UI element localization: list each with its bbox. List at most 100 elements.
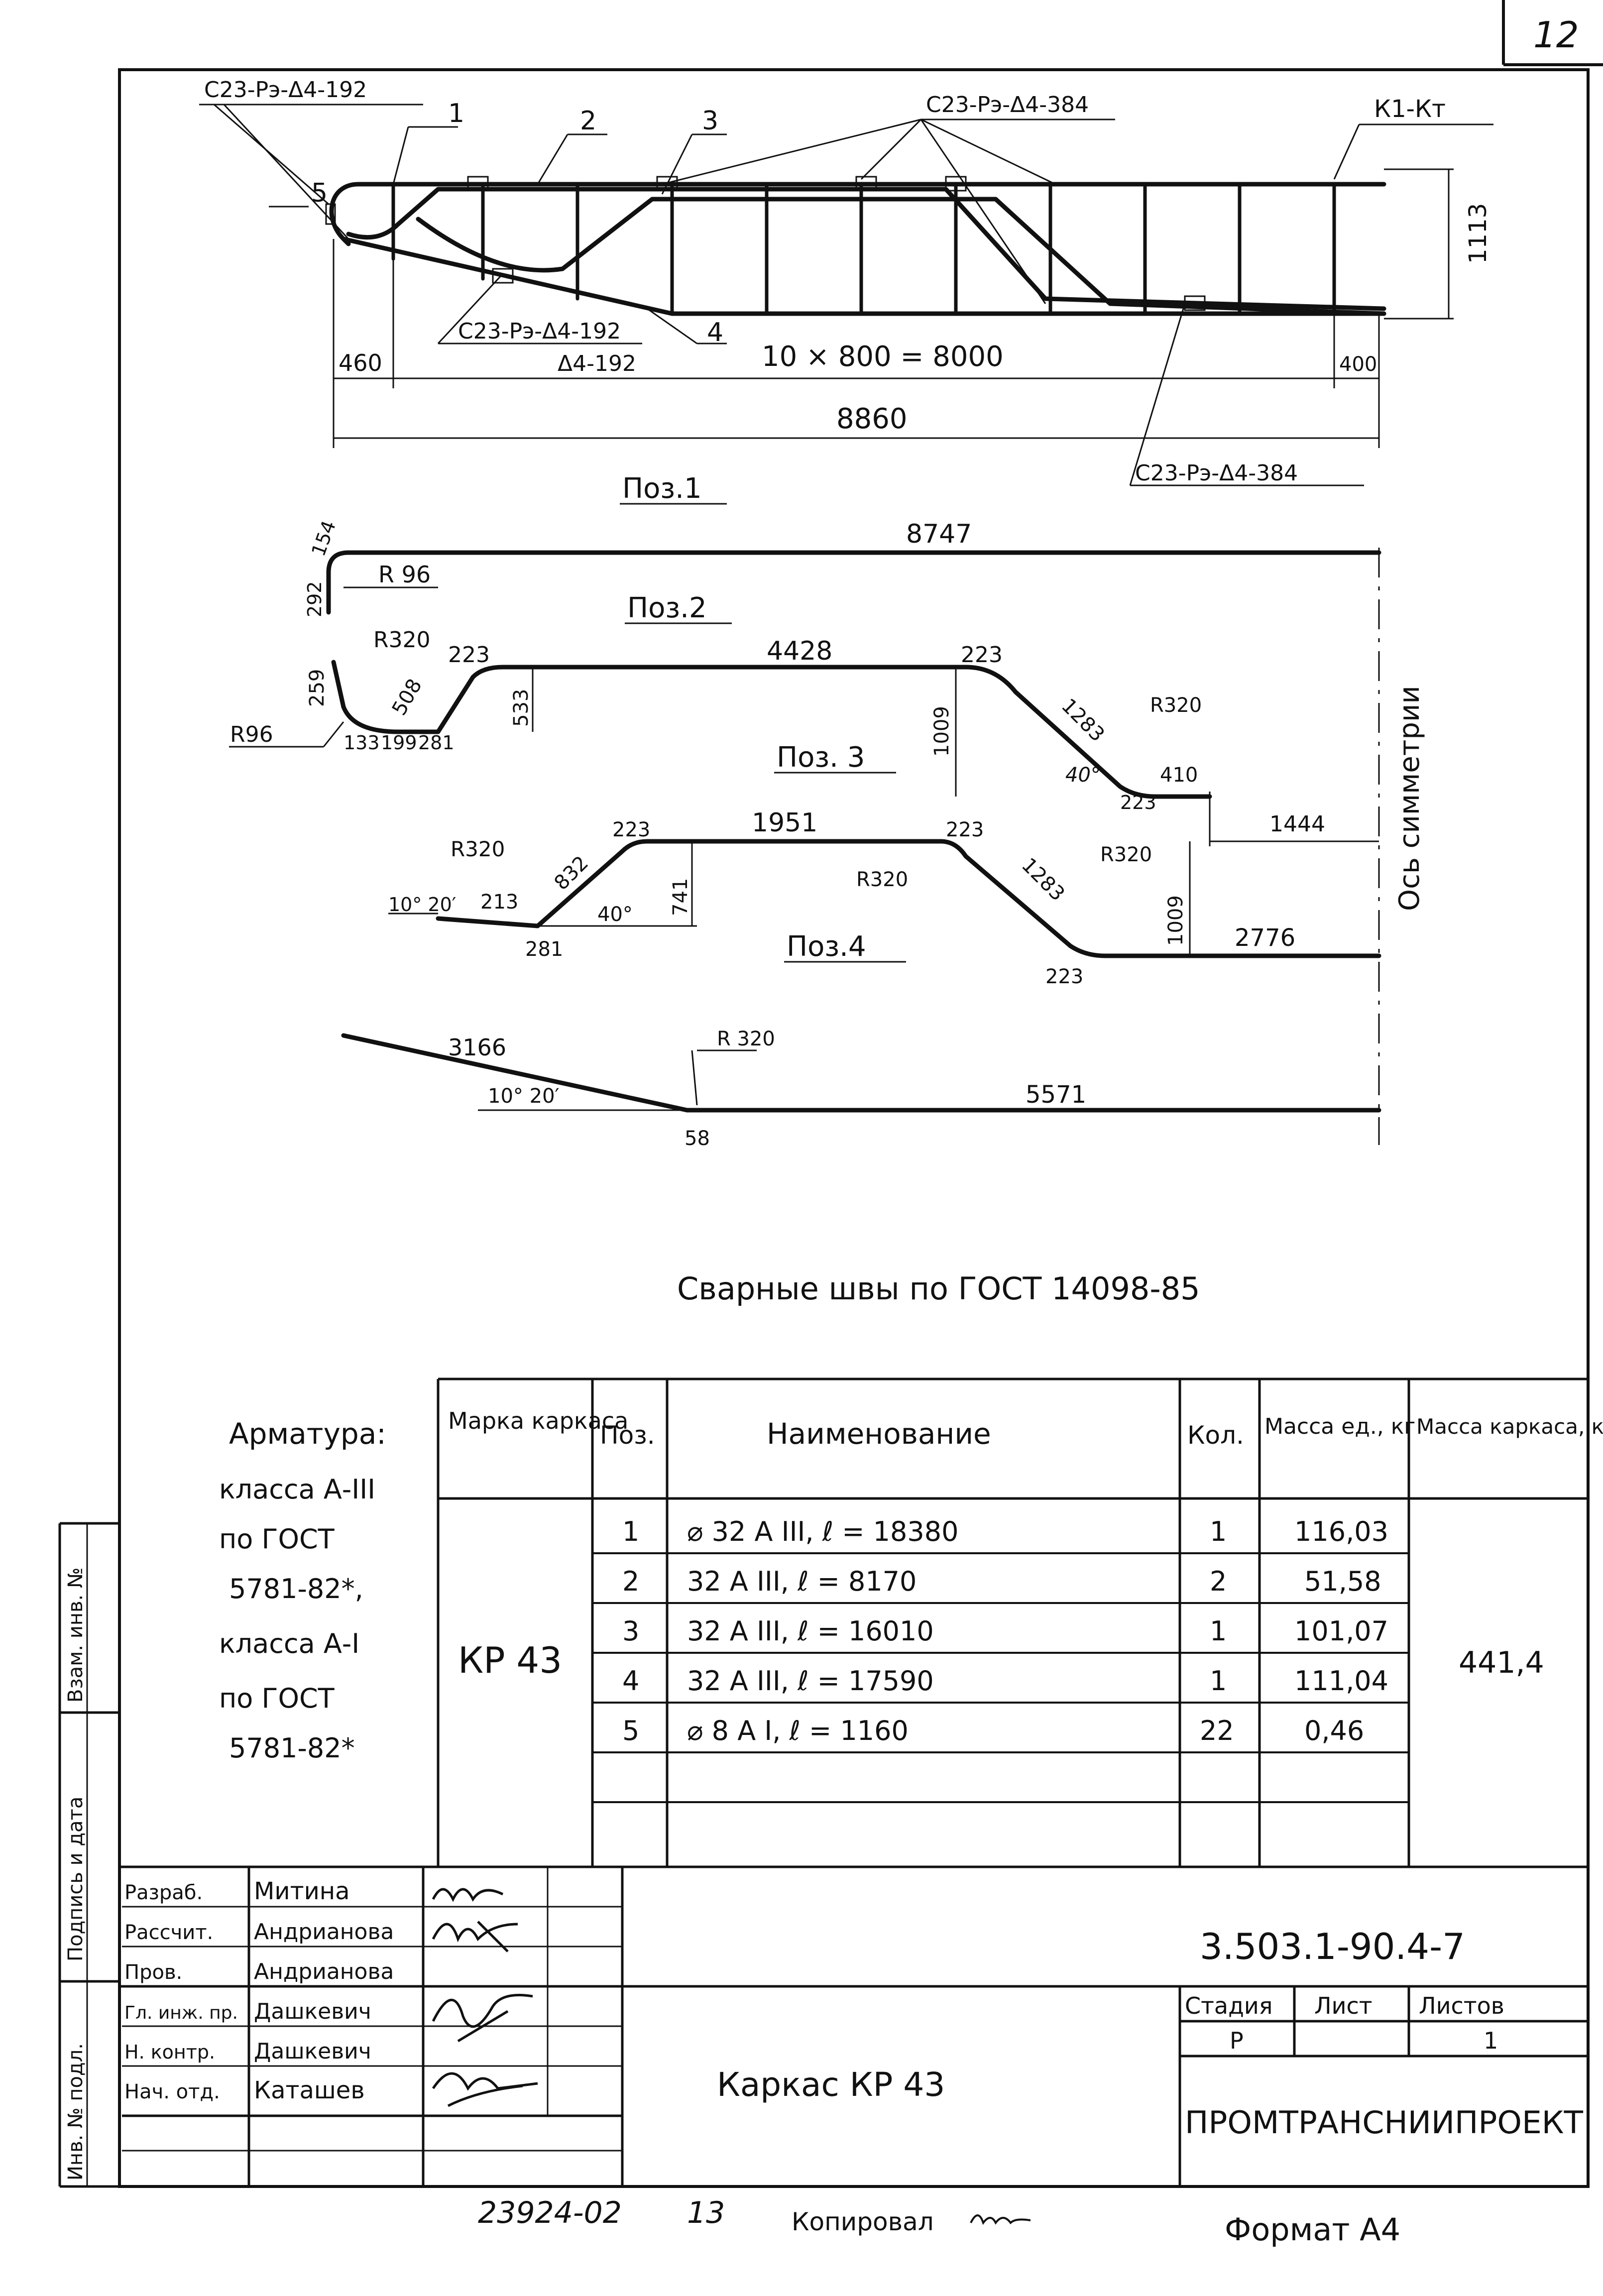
org-name: ПРОМТРАНСНИИПРОЕКТ <box>1185 2104 1584 2141</box>
dim-right: 400 <box>1339 353 1377 376</box>
elevation-stirrups <box>391 182 1336 316</box>
stamp-signature-date: Подпись и дата <box>64 1797 87 1961</box>
page-number-box: 12 <box>1502 0 1603 66</box>
pos3-d15: 2776 <box>1235 924 1295 952</box>
pos3-d14: 223 <box>1045 965 1083 988</box>
pos3-d7: 40° <box>597 903 633 926</box>
row4-qty: 1 <box>1210 1665 1227 1697</box>
pos1-length: 8747 <box>906 519 972 549</box>
pos4-d0: 3166 <box>448 1034 506 1061</box>
pos2-d8: 533 <box>510 689 533 727</box>
sheet-label: Лист <box>1314 1992 1373 2019</box>
stage-value: Р <box>1230 2027 1244 2054</box>
dim-total: 8860 <box>836 403 908 435</box>
welds-note: Сварные швы по ГОСТ 14098-85 <box>677 1270 1200 1307</box>
pos2-d4: R96 <box>230 722 273 747</box>
pos2-d10: 223 <box>961 642 1003 668</box>
name-4: Дашкевич <box>254 2039 371 2064</box>
weld-leaders <box>199 104 1493 486</box>
position-2: Поз.2 R320 223 259 508 R96 133 199 281 5… <box>229 592 1379 846</box>
page-number: 12 <box>1533 14 1579 56</box>
pos4-d3: 5571 <box>1026 1081 1086 1109</box>
table-row: 4 32 А III, ℓ = 17590 1 111,04 <box>622 1665 1388 1697</box>
elevation-bar-2 <box>346 187 1386 311</box>
reinforcement-line-5: по ГОСТ <box>219 1683 335 1714</box>
pos3-d2: 1951 <box>752 808 817 838</box>
pos3-d11: R320 <box>1100 843 1152 866</box>
pos4-d2: R 320 <box>717 1028 775 1050</box>
reinforcement-line-4: класса А-I <box>219 1628 359 1659</box>
row1-qty: 1 <box>1210 1516 1227 1547</box>
stage-label: Стадия <box>1185 1992 1272 2019</box>
footer-copied: Копировал <box>792 2207 934 2236</box>
row3-qty: 1 <box>1210 1615 1227 1647</box>
th-frame-mass: Масса каркаса, кг <box>1416 1414 1603 1439</box>
footer-code: 23924-02 <box>478 2195 622 2230</box>
pos2-d7: 281 <box>418 732 455 754</box>
pos1-radius: R 96 <box>378 561 431 588</box>
row4-pos: 4 <box>622 1665 639 1697</box>
stamp-inv-podl: Инв. № подл. <box>64 2043 87 2181</box>
title-block: Разраб. Рассчит. Пров. Гл. инж. пр. Н. к… <box>119 1865 1588 2186</box>
name-5: Каташев <box>254 2076 365 2104</box>
pos4-title: Поз.4 <box>787 930 866 963</box>
dim-left: 460 <box>339 349 382 376</box>
pos3-title: Поз. 3 <box>777 741 865 774</box>
pos3-d3: 223 <box>946 818 984 841</box>
position-3: Поз. 3 R320 223 1951 223 10° 20′ 213 832… <box>388 741 1381 988</box>
pos2-d3: 508 <box>388 675 427 719</box>
pos3-d10: 1283 <box>1017 854 1069 906</box>
th-unit-mass: Масса ед., кг <box>1264 1414 1415 1439</box>
weld-label-5: С23-Рэ-Δ4-384 <box>1135 460 1298 486</box>
row2-name: 32 А III, ℓ = 8170 <box>687 1566 916 1597</box>
table-row: 2 32 А III, ℓ = 8170 2 51,58 <box>622 1566 1381 1597</box>
reinforcement-line-6: 5781-82* <box>229 1732 355 1764</box>
row3-name: 32 А III, ℓ = 16010 <box>687 1615 934 1647</box>
frame-mass: 441,4 <box>1459 1645 1544 1680</box>
elevation-bar-3 <box>416 197 1386 316</box>
name-1: Андрианова <box>254 1919 394 1945</box>
pos3-d1: 223 <box>612 818 650 841</box>
weld-label-1: С23-Рэ-Δ4-192 <box>204 77 367 103</box>
callout-2: 2 <box>580 106 596 136</box>
footer-format: Формат А4 <box>1225 2211 1400 2248</box>
stamp-vzam: Взам. инв. № <box>64 1567 87 1703</box>
frame-elevation: С23-Рэ-Δ4-192 С23-Рэ-Δ4-384 С23-Рэ-Δ4-19… <box>199 77 1493 486</box>
pos1-dim-a: 154 <box>307 518 340 559</box>
reinforcement-line-3: 5781-82*, <box>229 1573 363 1605</box>
pos1-dim-b: 292 <box>304 581 326 617</box>
row4-mass: 111,04 <box>1294 1665 1388 1697</box>
elevation-dimensions <box>333 168 1454 448</box>
footer: 23924-02 13 Копировал Формат А4 <box>478 2195 1400 2248</box>
row5-pos: 5 <box>622 1715 639 1746</box>
doc-number: 3.503.1-90.4-7 <box>1200 1926 1465 1967</box>
name-0: Митина <box>254 1877 350 1905</box>
pos3-d8: 741 <box>669 878 692 916</box>
pos2-d0: R320 <box>373 627 431 653</box>
spec-table: Марка каркаса Поз. Наименование Кол. Мас… <box>437 1378 1603 1867</box>
role-1: Рассчит. <box>124 1921 213 1944</box>
table-row: 5 ⌀ 8 А I, ℓ = 1160 22 0,46 <box>622 1715 1364 1746</box>
callout-5: 5 <box>311 178 328 208</box>
footer-num: 13 <box>687 2195 725 2230</box>
copier-signature <box>970 2214 1031 2225</box>
name-2: Андрианова <box>254 1959 394 1984</box>
pos4-d4: 58 <box>685 1127 710 1150</box>
reinforcement-line-0: Арматура: <box>229 1417 386 1451</box>
row5-qty: 22 <box>1200 1715 1234 1746</box>
row1-mass: 116,03 <box>1294 1516 1388 1547</box>
pos3-d5: 213 <box>480 891 518 914</box>
row5-name: ⌀ 8 А I, ℓ = 1160 <box>687 1715 909 1746</box>
weld-label-2: С23-Рэ-Δ4-384 <box>926 92 1089 117</box>
th-mark: Марка каркаса <box>448 1407 628 1434</box>
row3-pos: 3 <box>622 1615 639 1647</box>
pos3-bar <box>436 839 1381 958</box>
sheets-value: 1 <box>1484 2027 1498 2054</box>
pos2-d5: 133 <box>344 732 380 754</box>
pos2-d6: 199 <box>381 732 417 754</box>
pos3-d6: 832 <box>550 852 593 895</box>
callout-4: 4 <box>707 318 723 347</box>
pos1-bar <box>326 550 1381 615</box>
weld-label-3: С23-Рэ-Δ4-192 <box>458 319 621 344</box>
